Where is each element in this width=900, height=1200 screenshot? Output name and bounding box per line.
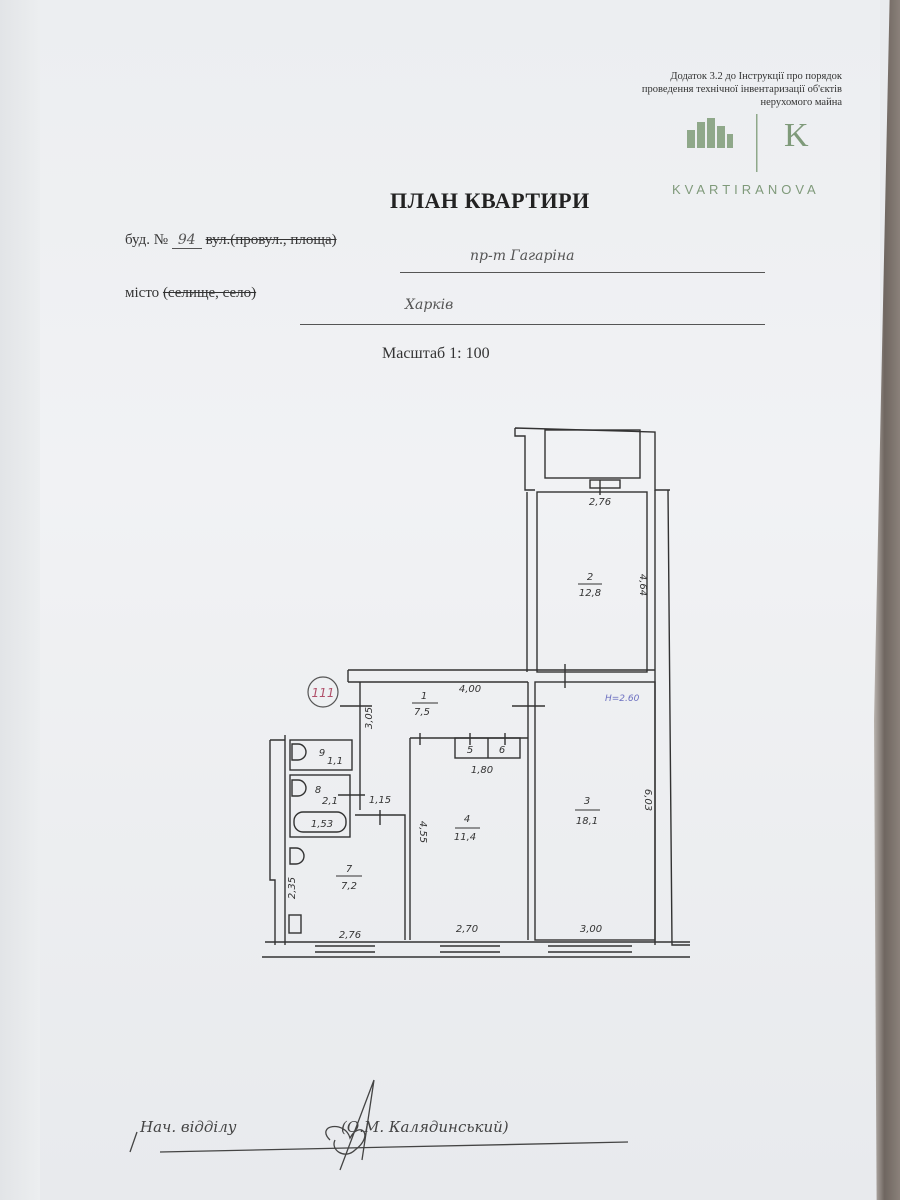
logo-name: KVARTIRANOVA xyxy=(672,182,820,197)
balcony-inner xyxy=(544,429,641,479)
ceiling-height: H=2.60 xyxy=(605,694,640,704)
city-label: місто xyxy=(125,285,160,301)
dim-corridor-width: 1,15 xyxy=(369,795,391,806)
apartment-number-stamp: 111 xyxy=(307,676,339,708)
city-value: Харків xyxy=(405,297,454,313)
room-1-number: 1 xyxy=(421,691,427,702)
room-2-area: 12,8 xyxy=(579,588,601,599)
room-3-outline xyxy=(534,681,656,941)
room-5-number: 5 xyxy=(467,745,473,756)
sanitary-fixtures xyxy=(288,743,307,934)
signatory-position: Нач. відділу xyxy=(140,1118,237,1136)
document-page xyxy=(40,0,880,1200)
city-label-struck: (селище, село) xyxy=(162,285,257,301)
balcony-outline xyxy=(514,427,670,491)
dim-room1-depth: 3,05 xyxy=(364,707,375,729)
room-1-outline xyxy=(359,682,529,940)
room-9-area: 1,1 xyxy=(327,756,343,767)
apartment-number: 111 xyxy=(312,686,335,700)
dim-room4-length: 4,55 xyxy=(417,821,428,843)
room-9-number: 9 xyxy=(319,748,325,759)
city-underline xyxy=(300,324,765,325)
signatory-name: (О.М. Калядинський) xyxy=(341,1118,509,1136)
logo-divider xyxy=(756,114,758,172)
dim-closets-width: 1,80 xyxy=(471,765,493,776)
dim-room2-length: 4,64 xyxy=(637,574,648,596)
dim-balcony-width: 2,76 xyxy=(589,497,611,508)
annex-line: нерухомого майна xyxy=(760,97,843,108)
room-8-outline xyxy=(289,774,351,838)
corridor-wall xyxy=(355,814,406,940)
bottom-wall xyxy=(262,941,690,958)
balcony-door xyxy=(589,479,621,489)
room-4-area: 11,4 xyxy=(454,832,476,843)
street-value: пр-т Гагаріна xyxy=(470,248,575,264)
logo-letter: K xyxy=(784,117,809,154)
room-8-number: 8 xyxy=(315,785,321,796)
street-underline xyxy=(400,272,765,273)
windows xyxy=(315,945,632,953)
dim-kitchen-width: 2,76 xyxy=(339,930,361,941)
dim-room4-width: 2,70 xyxy=(456,924,478,935)
room-3-area: 18,1 xyxy=(576,816,598,827)
annex-line: проведення технічної інвентаризації об'є… xyxy=(641,84,842,95)
bath-outline xyxy=(293,811,347,833)
handwritten-signature xyxy=(129,1079,629,1171)
scale-label: Масштаб 1: 100 xyxy=(382,345,490,362)
address-city-row: місто (селище, село) xyxy=(125,285,256,302)
outer-left-wall xyxy=(269,735,286,945)
dim-room3-length: 6,03 xyxy=(642,789,653,811)
mid-wall xyxy=(347,669,655,683)
dim-bath-length: 1,53 xyxy=(311,819,333,830)
kvartiranova-logo: K xyxy=(687,114,809,172)
annex-line: Додаток 3.2 до Інструкції про порядок xyxy=(670,71,842,82)
building-icon xyxy=(687,118,733,148)
signature-line: Нач. відділу (О.М. Калядинський) xyxy=(140,1118,509,1136)
page-title: ПЛАН КВАРТИРИ xyxy=(390,188,590,213)
room-7-area: 7,2 xyxy=(341,881,357,892)
street-label: вул.(провул., площа) xyxy=(205,232,337,248)
address-building-row: буд. № 94 вул.(провул., площа) xyxy=(125,232,337,249)
room-6-number: 6 xyxy=(499,745,505,756)
room-2-outline xyxy=(536,491,648,673)
room-8-area: 2,1 xyxy=(322,796,338,807)
room-3-number: 3 xyxy=(584,796,590,807)
dim-kitchen-length: 2,35 xyxy=(287,877,298,899)
annex-note: Додаток 3.2 до Інструкції про порядок пр… xyxy=(642,70,842,109)
dim-room1-width: 4,00 xyxy=(459,684,481,695)
door-marks xyxy=(338,480,601,825)
room-9-outline xyxy=(289,739,353,771)
room-4-number: 4 xyxy=(464,814,470,825)
building-number: 94 xyxy=(171,232,202,249)
room-7-number: 7 xyxy=(346,864,353,875)
building-label: буд. № xyxy=(125,232,169,248)
room-1-area: 7,5 xyxy=(414,707,430,718)
dim-room3-width: 3,00 xyxy=(580,924,602,935)
outer-right-wall xyxy=(654,489,690,946)
room-2-number: 2 xyxy=(587,572,593,583)
